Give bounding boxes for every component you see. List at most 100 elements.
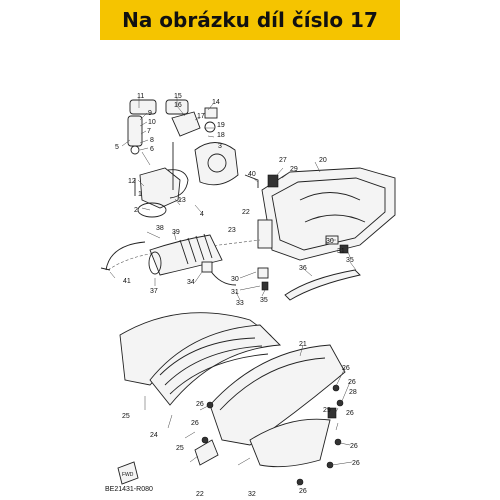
duct-clamp (148, 251, 162, 275)
o-ring (130, 145, 140, 155)
collar-31b (261, 281, 269, 291)
throttle-body-group (121, 97, 239, 218)
callout-6: 6 (150, 146, 154, 153)
duct-22 (194, 439, 219, 466)
callout-10: 10 (148, 119, 156, 126)
throttle-housing (194, 142, 239, 186)
bolt-26b (336, 399, 344, 407)
callout-26g: 26 (191, 420, 199, 427)
bolt-26g (296, 478, 304, 486)
callout-7: 7 (147, 128, 151, 135)
callout-26h: 26 (299, 488, 307, 495)
bolt-26 (332, 384, 340, 392)
bracket-28 (327, 407, 337, 419)
grommet-30b (257, 267, 269, 279)
callout-labels: 11 9 10 7 8 6 5 15 16 14 17 19 18 3 12 1… (115, 93, 360, 498)
callout-35b: 35 (260, 297, 268, 304)
duct-bellows (179, 233, 213, 265)
throttle-body (139, 167, 181, 209)
callout-29a: 29 (290, 166, 298, 173)
callout-20: 20 (319, 157, 327, 164)
callout-40: 40 (248, 171, 256, 178)
filter-pleats (159, 337, 269, 395)
callout-21: 21 (299, 341, 307, 348)
cover-ridge (219, 357, 326, 411)
callout-30a: 30 (326, 238, 334, 245)
bolt-26f (201, 436, 209, 444)
callout-35a: 35 (346, 257, 354, 264)
callout-3: 3 (218, 143, 222, 150)
callout-26a: 26 (342, 365, 350, 372)
callout-26e: 26 (352, 460, 360, 467)
air-filter-case (261, 167, 396, 261)
sensor-bracket (171, 111, 201, 137)
callout-1: 1 (138, 191, 142, 198)
callout-5: 5 (115, 144, 119, 151)
sensor-17 (204, 107, 218, 119)
air-filter-case-group (244, 161, 396, 261)
diagram-code: BE21431-R080 (105, 486, 153, 493)
callout-31a: 31 (337, 248, 345, 255)
callout-34: 34 (187, 279, 195, 286)
throttle-bore (207, 153, 227, 173)
callout-15: 15 (174, 93, 182, 100)
callout-28: 28 (349, 389, 357, 396)
callout-14: 14 (212, 99, 220, 106)
hose-clip (244, 174, 259, 188)
hose-group (100, 231, 361, 301)
callout-11: 11 (137, 93, 144, 100)
case-inlet (257, 219, 273, 249)
bolt-26c (334, 438, 342, 446)
callout-26b: 26 (348, 379, 356, 386)
injector-cap (129, 99, 157, 115)
callout-26f: 26 (196, 401, 204, 408)
callout-29b: 29 (323, 407, 331, 414)
intake-duct-23 (149, 234, 223, 276)
fwd-label: FWD (122, 472, 134, 478)
injector (127, 115, 143, 147)
title-banner: Na obrázku díl číslo 17 (100, 0, 400, 40)
collar-31 (339, 244, 349, 254)
banner-text: Na obrázku díl číslo 17 (122, 8, 378, 32)
callout-24: 24 (150, 432, 158, 439)
callout-13: 13 (178, 197, 186, 204)
callout-17: 17 (197, 113, 205, 120)
gasket (137, 202, 167, 218)
filter-cover-group (117, 312, 353, 486)
bolt-26e (206, 401, 214, 409)
callout-22a: 22 (242, 209, 250, 216)
callout-23: 23 (228, 227, 236, 234)
clamp-34 (201, 261, 213, 273)
callout-32: 32 (248, 491, 256, 498)
case-ribs (299, 192, 366, 223)
joint (167, 169, 189, 199)
callout-37: 37 (150, 288, 158, 295)
callout-31b: 31 (231, 289, 239, 296)
drain-tube-36 (284, 269, 361, 301)
callout-25b: 25 (176, 445, 184, 452)
fwd-arrow-icon (117, 461, 139, 485)
callout-33: 33 (236, 300, 244, 307)
case-inner-rim (271, 177, 386, 251)
breather-fitting (267, 174, 279, 188)
breather-hose (105, 241, 146, 271)
clip-41 (100, 267, 111, 271)
callout-25a: 25 (122, 413, 130, 420)
callout-36: 36 (299, 265, 307, 272)
callout-18: 18 (217, 132, 225, 139)
callout-41: 41 (123, 278, 131, 285)
callout-22b: 22 (196, 491, 204, 498)
spring (204, 121, 216, 133)
callout-9: 9 (148, 110, 152, 117)
callout-27: 27 (279, 157, 287, 164)
air-filter-element-24 (149, 324, 282, 406)
callout-2: 2 (134, 207, 138, 214)
cover-32 (249, 418, 331, 468)
callout-8: 8 (150, 137, 154, 144)
callout-26c: 26 (346, 410, 354, 417)
callout-12: 12 (128, 178, 136, 185)
callout-39: 39 (172, 229, 180, 236)
callout-26d: 26 (350, 443, 358, 450)
callout-4: 4 (200, 211, 204, 218)
